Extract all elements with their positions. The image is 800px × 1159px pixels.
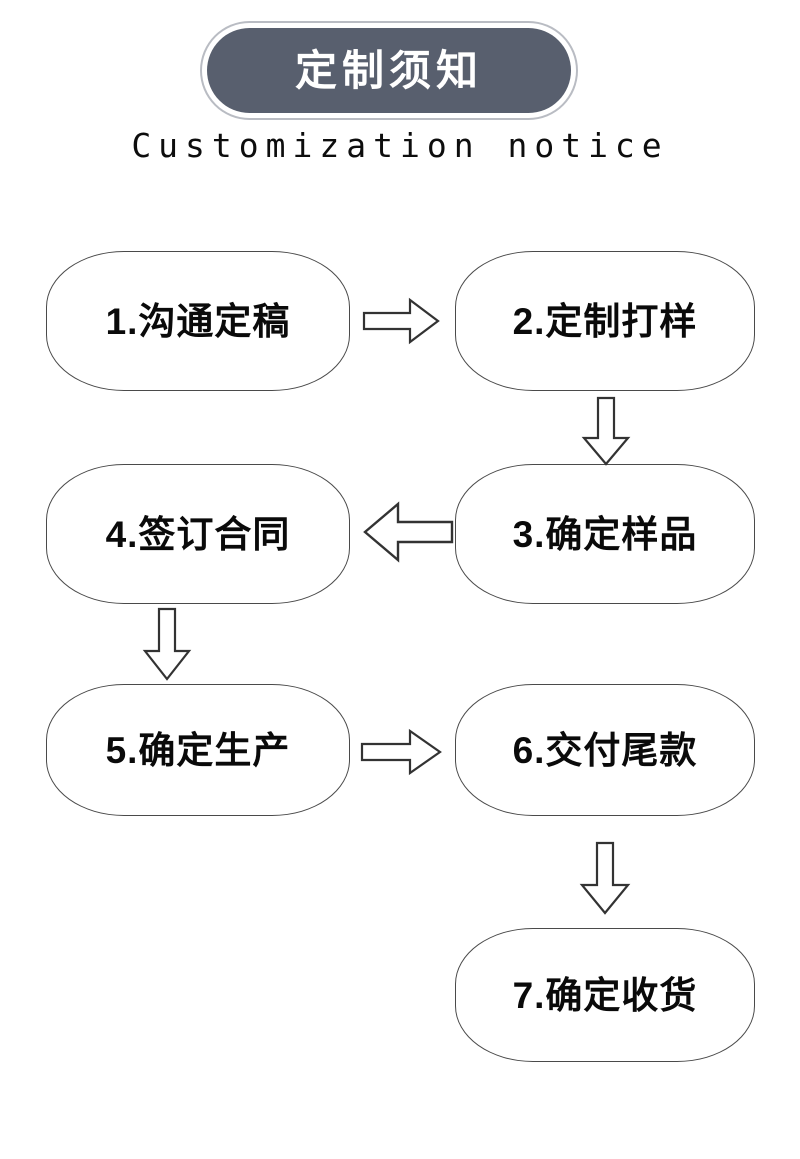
title-badge: 定制须知 (207, 28, 571, 113)
flow-step-4[interactable]: 4.签订合同 (46, 464, 350, 604)
flow-step-3-label: 3.确定样品 (512, 513, 698, 555)
flow-step-4-label: 4.签订合同 (105, 513, 291, 555)
arrow-down-icon-step6-to-step7 (578, 841, 632, 915)
arrow-down-icon-step2-to-step3 (580, 396, 632, 466)
arrow-left-icon-step3-to-step4 (362, 500, 454, 564)
flow-step-5-label: 5.确定生产 (105, 729, 291, 771)
arrow-right-icon-step1-to-step2 (362, 296, 440, 346)
page-subtitle: Customization notice (131, 126, 669, 165)
arrow-right-icon-step5-to-step6 (360, 727, 442, 777)
flow-step-6[interactable]: 6.交付尾款 (455, 684, 755, 816)
page-header: 定制须知 Customization notice (0, 0, 800, 200)
arrow-down-icon-step4-to-step5 (141, 607, 193, 681)
flow-step-7[interactable]: 7.确定收货 (455, 928, 755, 1062)
flow-step-1-label: 1.沟通定稿 (105, 300, 291, 342)
flow-step-2[interactable]: 2.定制打样 (455, 251, 755, 391)
flow-step-2-label: 2.定制打样 (512, 300, 698, 342)
page-title: 定制须知 (294, 46, 483, 94)
flow-step-6-label: 6.交付尾款 (512, 729, 698, 771)
flow-step-7-label: 7.确定收货 (512, 974, 698, 1016)
flow-step-3[interactable]: 3.确定样品 (455, 464, 755, 604)
flow-step-5[interactable]: 5.确定生产 (46, 684, 350, 816)
flow-step-1[interactable]: 1.沟通定稿 (46, 251, 350, 391)
